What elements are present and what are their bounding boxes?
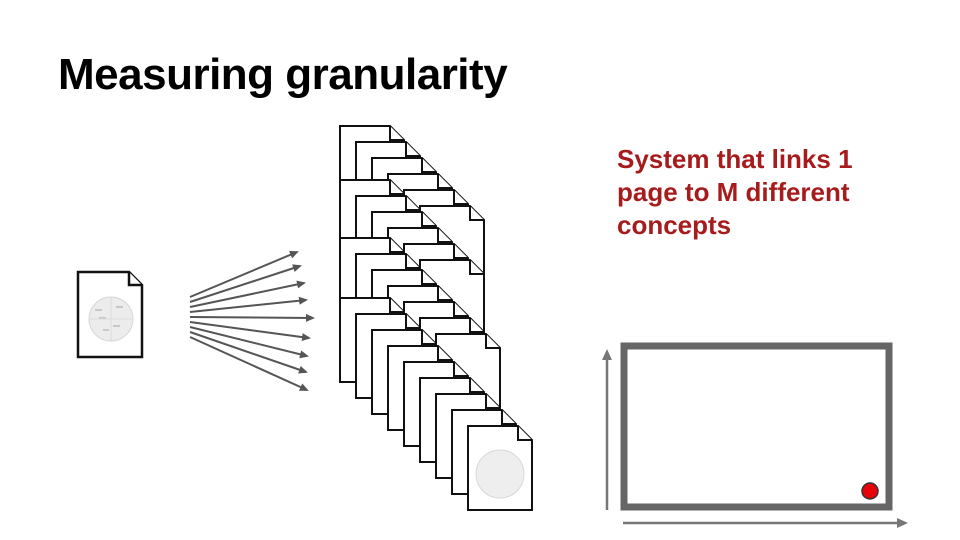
data-point-marker [861, 482, 879, 500]
link-arrows [189, 251, 315, 391]
link-arrow [189, 321, 311, 342]
plot-area [620, 342, 893, 511]
plot-frame [602, 342, 908, 528]
link-arrow [189, 264, 302, 303]
wikipedia-globe-icon [475, 449, 525, 499]
link-arrow [189, 336, 309, 391]
caption-text: System that links 1 page to M different … [617, 144, 853, 240]
wikipedia-globe-icon [88, 296, 134, 342]
link-arrow [189, 251, 299, 298]
link-arrow [189, 313, 315, 322]
link-arrow [189, 331, 308, 374]
link-arrow [189, 326, 309, 359]
slide-title: Measuring granularity [58, 50, 508, 99]
link-arrow [189, 280, 306, 308]
target-pages-stack [339, 125, 533, 511]
link-arrow [189, 296, 308, 313]
wikipedia-page-icon [76, 270, 144, 359]
